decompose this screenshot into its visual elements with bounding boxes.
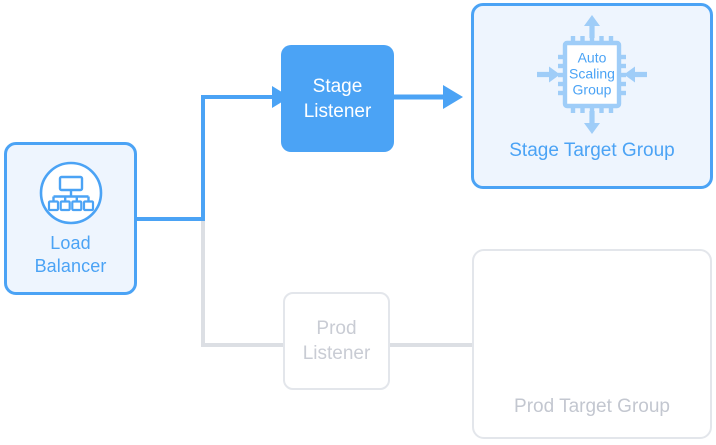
connector-load-balancer-to-stage-listener — [135, 95, 274, 221]
arrowhead-into-stage-target-group — [443, 85, 463, 109]
load-balancer-label-line1: Load — [50, 232, 91, 253]
stage-listener-label: Stage Listener — [304, 74, 372, 124]
stage-target-group-label: Stage Target Group — [509, 140, 675, 161]
load-balancer-label-line2: Balancer — [34, 255, 107, 276]
stage-listener-label-line2: Listener — [303, 100, 372, 122]
prod-listener-label-line2: Listener — [302, 343, 371, 364]
connector-load-balancer-to-prod-listener — [201, 217, 285, 347]
node-prod-listener[interactable]: Prod Listener — [283, 292, 390, 390]
asg-label-line2: Scaling — [569, 66, 615, 82]
stage-listener-label-line1: Stage — [312, 75, 363, 97]
auto-scaling-group-chip-icon: Auto Scaling Group — [537, 15, 647, 134]
node-load-balancer[interactable]: Load Balancer — [4, 142, 137, 295]
prod-target-group-label: Prod Target Group — [514, 396, 670, 417]
load-balancer-hierarchy-icon — [39, 161, 102, 224]
prod-listener-label-line1: Prod — [316, 318, 357, 339]
asg-label-line3: Group — [573, 82, 612, 98]
node-prod-target-group[interactable]: Prod Target Group — [472, 249, 712, 439]
asg-label-line1: Auto — [578, 50, 607, 66]
node-stage-listener[interactable]: Stage Listener — [281, 45, 394, 152]
load-balancer-label: Load Balancer — [35, 232, 107, 278]
node-stage-target-group[interactable]: Auto Scaling Group Stage Target Group — [471, 3, 713, 189]
prod-listener-label: Prod Listener — [303, 316, 371, 366]
